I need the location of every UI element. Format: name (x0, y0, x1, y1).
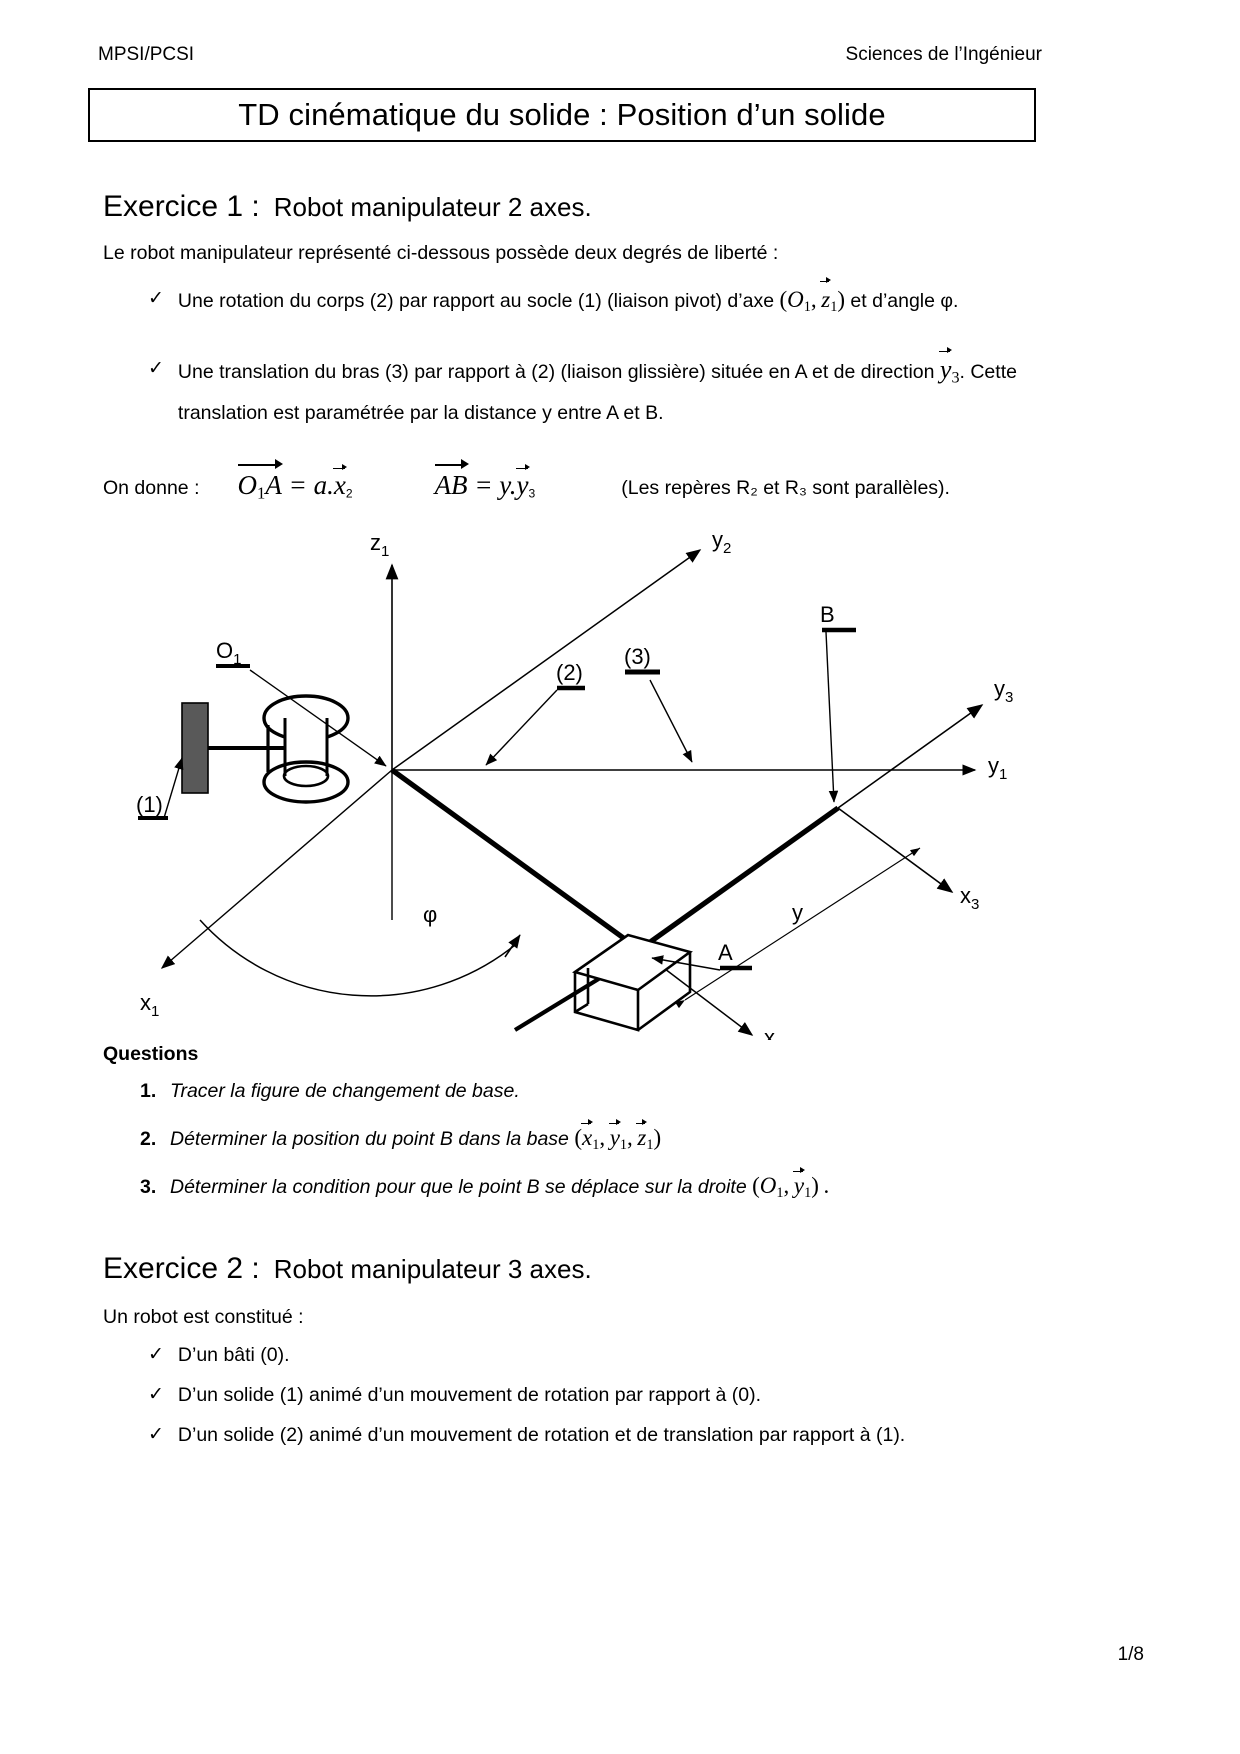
label-y2: y2 (712, 527, 731, 557)
check-icon: ✓ (148, 358, 164, 379)
check-icon: ✓ (148, 1424, 164, 1445)
axis-x1 (160, 769, 393, 969)
label-x2: x2 (764, 1025, 783, 1040)
leader-part1 (163, 757, 184, 819)
leader-B (825, 631, 839, 803)
question-1-number: 1. (140, 1080, 157, 1102)
bullet-1-text-before: Une rotation du corps (2) par rapport au… (177, 290, 780, 312)
axis-y3 (837, 704, 984, 809)
label-phi: φ (423, 902, 437, 927)
check-icon: ✓ (148, 288, 164, 309)
label-z1: z1 (370, 530, 389, 560)
exercise-1-bullet-2: ✓ Une translation du bras (3) par rappor… (148, 346, 1048, 430)
question-3-text-body: Déterminer la condition pour que le poin… (170, 1176, 753, 1198)
leader-part2 (485, 689, 558, 766)
base-block-1 (181, 702, 209, 794)
label-O1: O1 (216, 638, 241, 668)
body-3-arm-tail (513, 970, 612, 1032)
exercise-2-bullet-2: ✓ D’un solide (1) animé d’un mouvement d… (148, 1378, 761, 1412)
exercise-2-bullet-3-text: D’un solide (2) animé d’un mouvement de … (177, 1424, 906, 1446)
body-2-arm (390, 767, 642, 953)
exercise-2-bullet-1-text: D’un bâti (0). (177, 1344, 290, 1366)
document-title-box: TD cinématique du solide : Position d’un… (88, 88, 1036, 142)
given-note: (Les repères R₂ et R₃ sont parallèles). (621, 477, 950, 499)
bullet-2-text-after: . Cette translation est paramétrée par l… (177, 361, 1017, 424)
question-item-1: 1. Tracer la figure de changement de bas… (140, 1080, 520, 1103)
exercise-2-label: Exercice 2 : (103, 1252, 260, 1285)
question-2-number: 2. (140, 1128, 157, 1150)
page-header: MPSI/PCSI Sciences de l’Ingénieur (98, 44, 1042, 66)
label-x3: x3 (960, 883, 979, 913)
slider-block-A (572, 933, 693, 1032)
exercise-1-bullet-1: ✓ Une rotation du corps (2) par rapport … (148, 276, 1048, 324)
exercise-2-subtitle: Robot manipulateur 3 axes. (273, 1254, 592, 1284)
exercise-2-intro: Un robot est constitué : (103, 1306, 304, 1328)
exercise-2-bullet-1: ✓ D’un bâti (0). (148, 1338, 290, 1372)
given-label: On donne : (103, 477, 200, 499)
exercise-2-heading: Exercice 2 : Robot manipulateur 3 axes. (103, 1252, 592, 1286)
label-B: B (820, 602, 835, 627)
question-2-text: Déterminer la position du point B dans l… (170, 1118, 661, 1154)
question-item-2: 2. Déterminer la position du point B dan… (140, 1118, 661, 1154)
label-part-3: (3) (624, 644, 651, 669)
label-y3: y3 (994, 676, 1013, 706)
robot-figure: z1 y2 y1 y3 x1 x2 x3 O1 B A φ y (1) (2) … (120, 520, 1060, 1040)
axis-x3 (837, 807, 954, 893)
check-icon: ✓ (148, 1384, 164, 1405)
label-y-distance: y (792, 900, 803, 925)
angle-arrow-phi (504, 934, 521, 958)
question-item-3: 3. Déterminer la condition pour que le p… (140, 1166, 829, 1202)
questions-title: Questions (103, 1043, 199, 1065)
header-right-text: Sciences de l’Ingénieur (845, 44, 1042, 65)
label-A: A (718, 940, 733, 965)
bullet-2-text-before: Une translation du bras (3) par rapport … (177, 361, 940, 383)
page-title: TD cinématique du solide : Position d’un… (238, 97, 886, 132)
exercise-2-bullet-2-text: D’un solide (1) animé d’un mouvement de … (177, 1384, 762, 1406)
leader-O1 (249, 669, 387, 767)
exercise-1-bullet-2-text: Une translation du bras (3) par rapport … (177, 346, 1048, 430)
label-y1: y1 (988, 753, 1007, 783)
label-x1: x1 (140, 990, 159, 1020)
question-2-text-body: Déterminer la position du point B dans l… (170, 1128, 575, 1150)
question-3-number: 3. (140, 1176, 157, 1198)
exercise-1-label: Exercice 1 : (103, 190, 260, 223)
page-number: 1/8 (1117, 1644, 1144, 1665)
exercise-1-bullet-1-text: Une rotation du corps (2) par rapport au… (177, 276, 959, 324)
header-left-text: MPSI/PCSI (98, 44, 195, 65)
bullet-1-text-after: et d’angle φ. (845, 290, 959, 312)
angle-arc-phi (199, 919, 516, 997)
check-icon: ✓ (148, 1344, 164, 1365)
exercise-1-heading: Exercice 1 : Robot manipulateur 2 axes. (103, 190, 592, 224)
label-part-1: (1) (136, 792, 163, 817)
leader-A (651, 955, 721, 971)
question-3-text: Déterminer la condition pour que le poin… (170, 1166, 829, 1202)
question-1-text: Tracer la figure de changement de base. (170, 1080, 520, 1102)
axis-y2 (391, 549, 702, 771)
pivot-inner-disc (282, 764, 330, 788)
exercise-1-intro: Le robot manipulateur représenté ci-dess… (103, 242, 779, 264)
pivot-bottom-disc (262, 760, 350, 804)
exercise-2-bullet-3: ✓ D’un solide (2) animé d’un mouvement d… (148, 1418, 905, 1452)
spacer2 (166, 752, 180, 818)
exercise-1-subtitle: Robot manipulateur 2 axes. (273, 192, 592, 222)
dimension-y (674, 847, 921, 1009)
body-3-arm (623, 805, 840, 963)
leader-part3 (649, 679, 693, 763)
label-part-2: (2) (556, 660, 583, 685)
